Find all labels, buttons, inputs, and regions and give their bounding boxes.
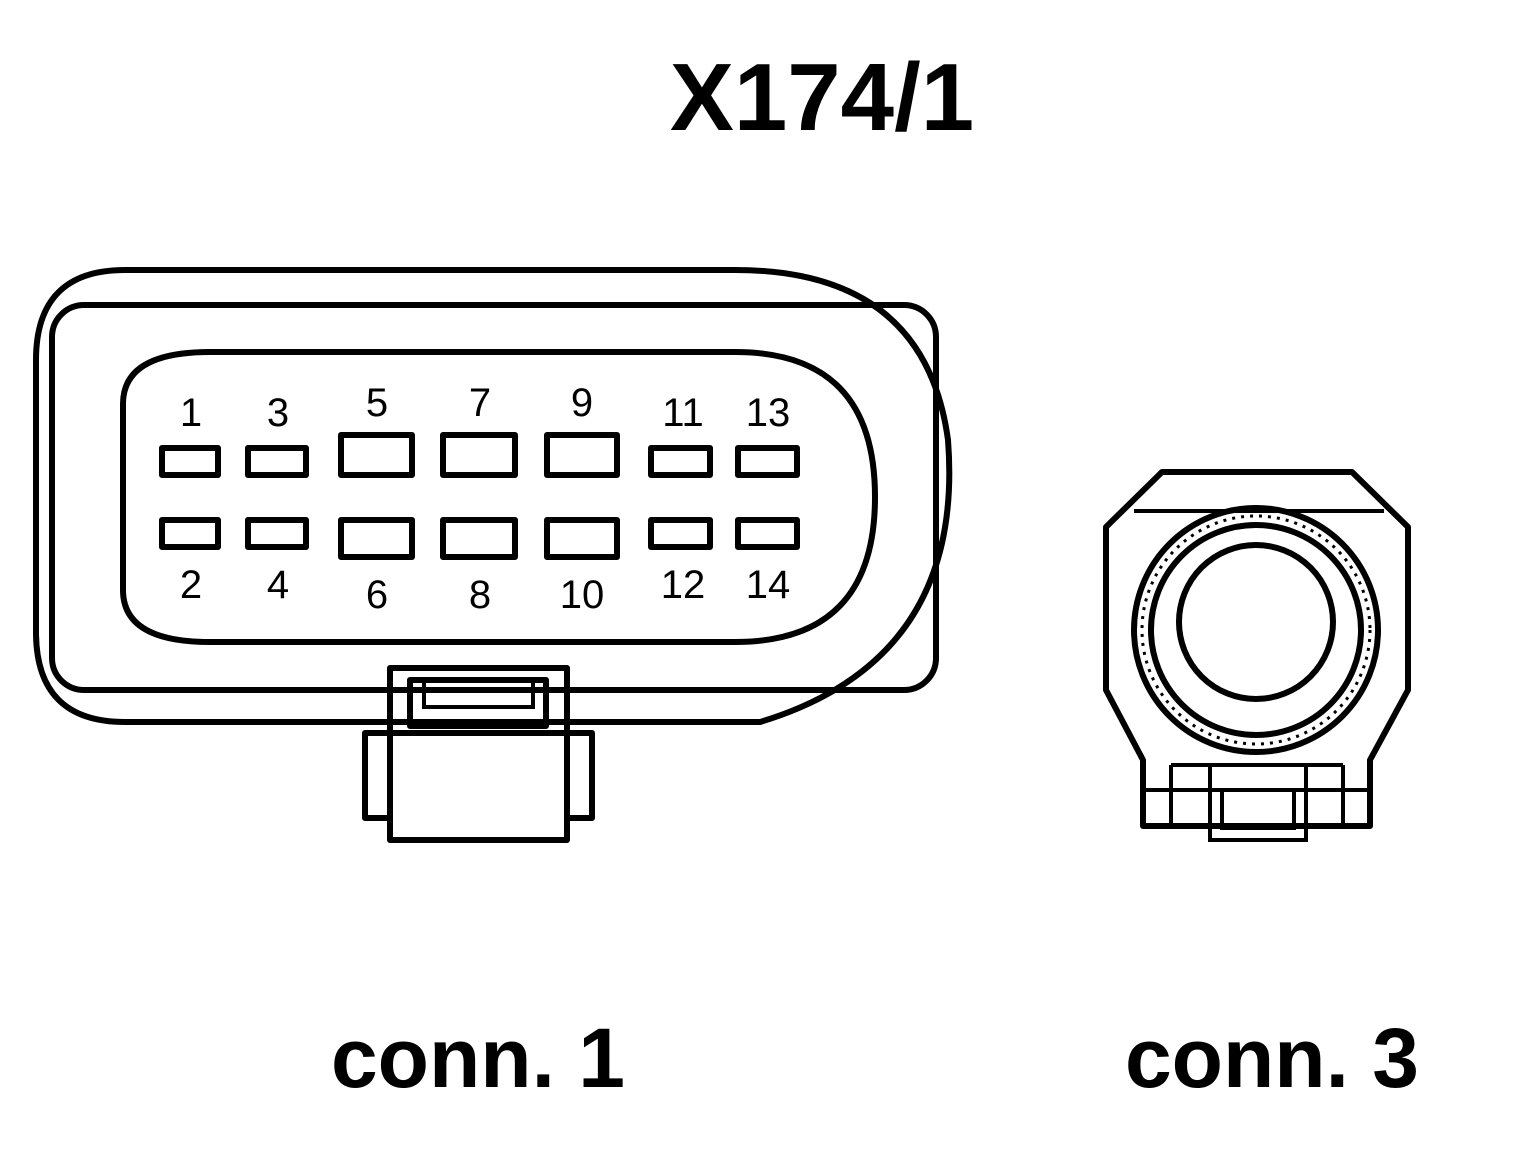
pin-label: 2 xyxy=(180,563,202,607)
pin-2-socket xyxy=(159,517,221,550)
pin-row-top xyxy=(159,432,800,478)
pin-label: 4 xyxy=(267,563,289,607)
pin-14-socket xyxy=(735,517,800,550)
connector-1: 1 3 5 7 9 11 13 2 4 6 8 10 12 14 xyxy=(33,267,953,843)
pin-9-socket xyxy=(544,432,620,478)
pin-label: 13 xyxy=(746,391,791,435)
pin-1-socket xyxy=(159,445,221,478)
pin-label: 7 xyxy=(469,381,491,425)
pin-8-socket xyxy=(440,517,518,560)
pin-label: 5 xyxy=(366,381,388,425)
pin-label: 10 xyxy=(560,573,605,617)
pin-13-socket xyxy=(735,445,800,478)
connector-1-caption: conn. 1 xyxy=(331,1011,625,1105)
pin-label: 9 xyxy=(571,381,593,425)
pin-4-socket xyxy=(245,517,309,550)
connector-1-locking-tab xyxy=(362,665,595,843)
pin-label: 3 xyxy=(267,391,289,435)
pin-11-socket xyxy=(648,445,713,478)
connector-3 xyxy=(1103,469,1411,842)
pin-6-socket xyxy=(338,517,415,560)
connector-3-housing xyxy=(1103,469,1411,829)
diagram-title: X174/1 xyxy=(670,44,974,151)
connector-1-front-housing xyxy=(49,302,939,693)
connector-3-caption: conn. 3 xyxy=(1125,1011,1419,1105)
pin-row-bottom xyxy=(159,517,800,560)
connector-3-latch xyxy=(1143,763,1370,842)
pin-5-socket xyxy=(338,432,415,478)
connector-3-outer-ring xyxy=(1148,522,1364,738)
pin-label: 14 xyxy=(746,563,791,607)
connector-3-knurl-teeth xyxy=(1140,514,1372,746)
pin-7-socket xyxy=(440,432,518,478)
pin-label: 6 xyxy=(366,573,388,617)
pin-label: 1 xyxy=(180,391,202,435)
pin-10-socket xyxy=(544,517,620,560)
pin-label: 8 xyxy=(469,573,491,617)
connector-3-knurled-ring xyxy=(1131,505,1381,755)
connector-3-inner-ring xyxy=(1176,542,1336,702)
connector-1-outer-shell xyxy=(33,267,953,725)
pin-label: 11 xyxy=(662,391,704,435)
pin-3-socket xyxy=(245,445,309,478)
connector-1-pin-face xyxy=(120,349,878,645)
pin-label: 12 xyxy=(661,563,706,607)
pin-12-socket xyxy=(648,517,713,550)
